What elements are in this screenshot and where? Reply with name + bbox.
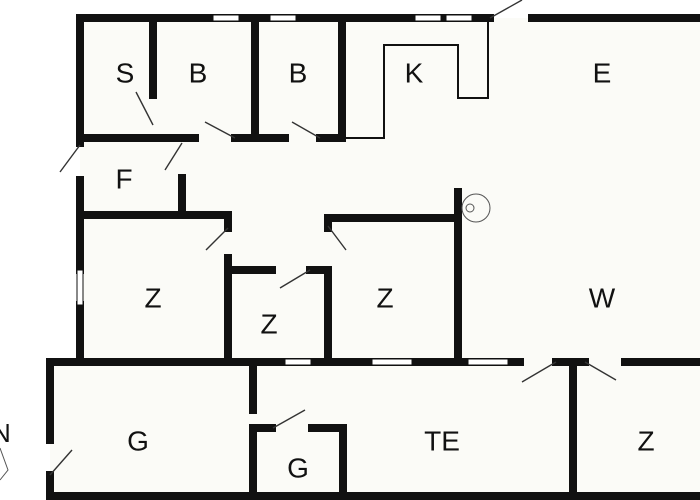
window-top-4: [445, 14, 473, 22]
walls: [46, 14, 700, 500]
door-swing-icon: [164, 142, 183, 171]
door-swings: [49, 0, 617, 476]
fireplace-icon: [461, 193, 491, 223]
door-swing-icon: [279, 269, 311, 289]
window-left-z1: [76, 269, 84, 306]
window-top-2: [269, 14, 297, 22]
room-label-z3: Z: [376, 282, 393, 313]
room-label-te: TE: [424, 425, 460, 456]
door-swing-icon: [327, 225, 347, 251]
window-bottom-1: [284, 358, 312, 366]
door-swing-icon: [204, 121, 236, 139]
compass-arrow-icon: [0, 447, 9, 481]
floor-lower-wing: [50, 362, 700, 500]
room-label-g1: G: [127, 425, 149, 456]
door-swing-icon: [205, 227, 229, 251]
room-label-f: F: [115, 163, 132, 194]
room-label-e: E: [593, 57, 612, 88]
room-label-z4: Z: [637, 425, 654, 456]
kitchen-counter: [342, 18, 489, 139]
room-label-b1: B: [189, 57, 208, 88]
door-swing-icon: [49, 449, 73, 476]
fireplace-inner: [465, 203, 475, 213]
door-swing-icon: [521, 361, 557, 383]
windows: [76, 14, 509, 366]
door-swing-icon: [135, 91, 154, 126]
room-label-g2: G: [287, 452, 309, 483]
door-swing-icon: [272, 409, 306, 429]
window-bottom-3: [467, 358, 509, 366]
room-label-z2: Z: [260, 308, 277, 339]
window-top-1: [212, 14, 240, 22]
compass: N: [0, 418, 11, 481]
counter-outline: [342, 18, 489, 139]
door-swing-icon: [291, 121, 321, 139]
compass-label: N: [0, 418, 11, 448]
room-labels: S B B K E F Z Z Z W G TE G Z: [115, 57, 654, 483]
room-label-k: K: [405, 57, 424, 88]
window-bottom-2: [371, 358, 413, 366]
window-top-3: [414, 14, 442, 22]
door-swing-icon: [59, 144, 81, 173]
door-swing-icon: [489, 0, 523, 19]
door-swing-icon: [584, 361, 617, 381]
fireplace-outer: [461, 193, 491, 223]
room-label-s: S: [116, 57, 135, 88]
room-label-b2: B: [289, 57, 308, 88]
room-label-w: W: [589, 282, 616, 313]
room-label-z1: Z: [144, 282, 161, 313]
